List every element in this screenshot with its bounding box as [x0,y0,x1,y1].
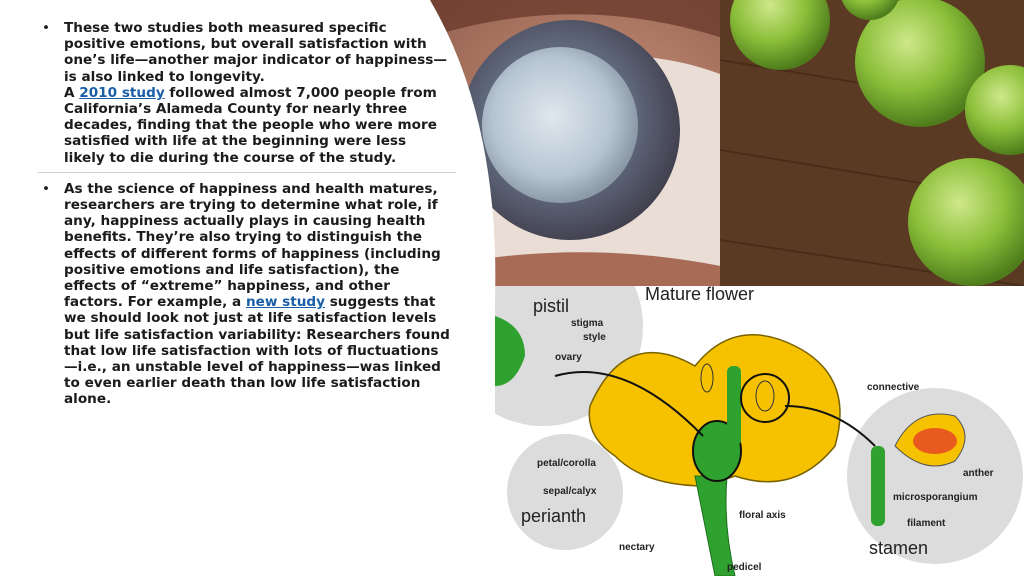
bullet-list: • These two studies both measured specif… [38,20,456,408]
label-filament: filament [907,518,946,529]
diagram-title: Mature flower [645,286,754,304]
label-nectary: nectary [619,542,655,553]
link-2010-study[interactable]: 2010 study [79,84,165,101]
accent-bar [0,86,11,140]
label-petal: petal/corolla [537,458,596,469]
label-perianth: perianth [521,506,586,526]
label-stigma: stigma [571,318,604,329]
label-floral-axis: floral axis [739,510,786,521]
label-anther: anther [963,468,994,479]
bullet-item-2: • As the science of happiness and health… [40,181,450,408]
bullet-2-text: As the science of happiness and health m… [64,181,450,408]
bullet-marker: • [42,20,51,36]
bullet-1-text-a: These two studies both measured specific… [64,20,450,85]
bullet-1-prefix: A [64,84,80,101]
link-new-study[interactable]: new study [245,294,325,311]
label-stamen: stamen [869,538,928,558]
bullet-2-prefix: As the science of happiness and health m… [64,180,441,311]
label-microsporangium: microsporangium [893,492,978,503]
flower-diagram: Mature flower pistil petal/corolla sepal… [495,286,1024,576]
label-sepal: sepal/calyx [543,486,597,497]
label-pistil: pistil [533,296,569,316]
label-ovary: ovary [555,352,582,363]
label-connective: connective [867,382,920,393]
bullet-1-text-b: A 2010 study followed almost 7,000 peopl… [64,85,450,166]
bullet-item-1: • These two studies both measured specif… [40,20,450,166]
apples-photo [720,0,1024,286]
bullet-marker: • [42,180,51,197]
label-style: style [583,332,606,343]
label-pedicel: pedicel [727,562,762,573]
bullet-1-line1: These two studies both measured specific… [64,20,447,85]
bullet-2-suffix: suggests that we should look not just at… [64,294,450,408]
divider [38,171,456,173]
